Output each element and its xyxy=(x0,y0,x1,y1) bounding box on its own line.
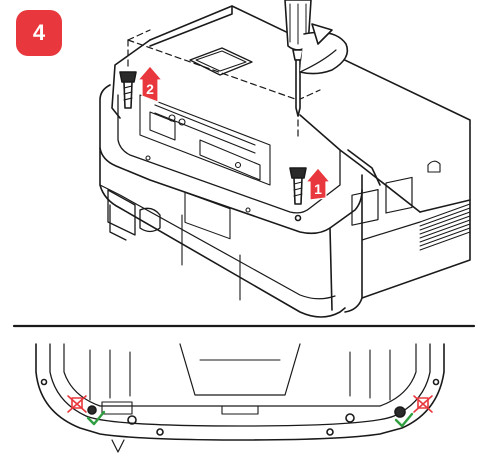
checkmark-icon xyxy=(394,412,414,428)
vent-grille xyxy=(419,203,471,251)
screw-hole-right xyxy=(394,406,406,418)
screw-right xyxy=(289,167,307,222)
screw-left xyxy=(119,71,137,109)
callout-number-2: 2 xyxy=(146,81,154,97)
alignment-guide xyxy=(127,29,321,141)
callout-arrow-2: 2 xyxy=(137,65,163,103)
screw-hole-left xyxy=(87,405,97,415)
step-number-badge: 4 xyxy=(16,10,62,56)
callout-arrow-1: 1 xyxy=(305,167,331,201)
device-housing xyxy=(99,5,471,318)
crossed-screw-icon xyxy=(67,395,87,413)
bottom-view xyxy=(35,343,445,453)
crossed-screw-icon xyxy=(413,395,433,413)
callout-number-1: 1 xyxy=(314,181,322,197)
step-number-label: 4 xyxy=(32,20,46,45)
checkmark-icon xyxy=(86,410,106,426)
interior-board xyxy=(139,94,271,240)
rotate-arrow-icon xyxy=(299,23,349,75)
